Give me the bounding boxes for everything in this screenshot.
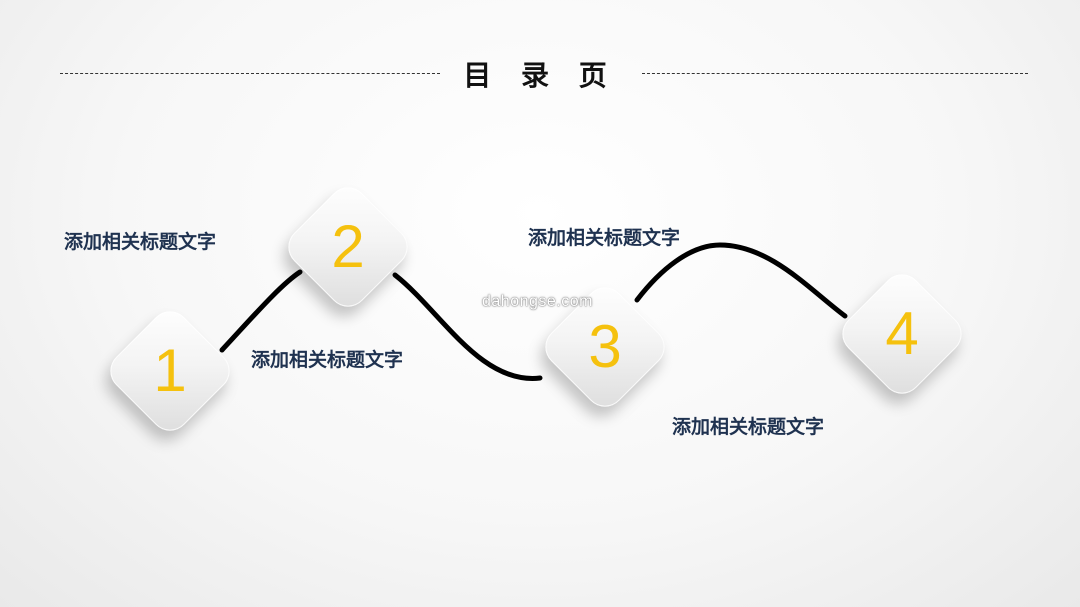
title-divider-right bbox=[642, 73, 1028, 74]
item-label-1: 添加相关标题文字 bbox=[64, 231, 217, 253]
node-4[interactable]: 4 bbox=[834, 266, 970, 402]
title-divider-left bbox=[60, 73, 440, 74]
item-label-4: 添加相关标题文字 bbox=[672, 416, 825, 438]
item-label-2: 添加相关标题文字 bbox=[251, 349, 404, 371]
node-3[interactable]: 3 bbox=[537, 279, 673, 415]
node-number: 4 bbox=[885, 300, 919, 367]
node-2[interactable]: 2 bbox=[280, 179, 416, 315]
watermark: dahongse.com bbox=[482, 293, 593, 310]
node-number: 1 bbox=[153, 337, 187, 404]
page-title: 目 录 页 bbox=[463, 59, 617, 92]
item-label-3: 添加相关标题文字 bbox=[528, 227, 681, 249]
node-1[interactable]: 1 bbox=[102, 303, 238, 439]
node-number: 3 bbox=[588, 313, 622, 380]
timeline-curve bbox=[219, 242, 848, 381]
node-number: 2 bbox=[331, 213, 365, 280]
